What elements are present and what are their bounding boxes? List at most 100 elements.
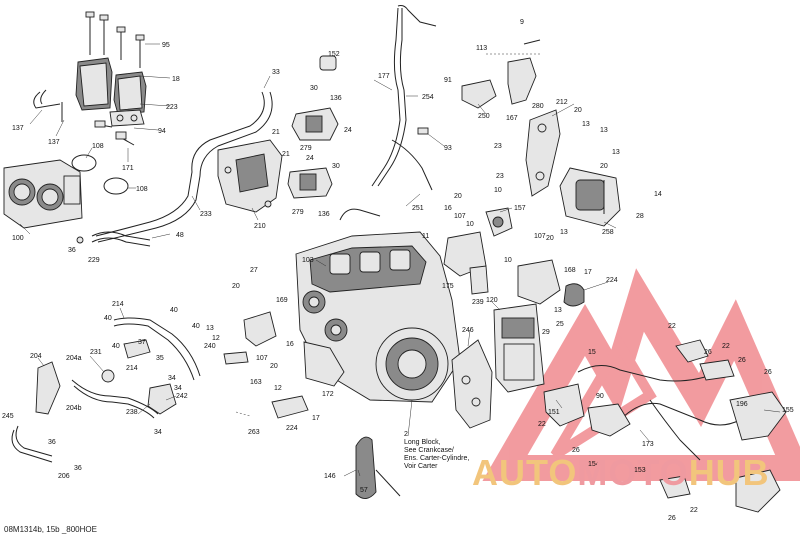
callout-14: 14 [654,191,662,198]
callout-251: 251 [412,205,424,212]
callout-40: 40 [104,315,112,322]
callout-24: 24 [306,155,314,162]
callout-26: 26 [764,369,772,376]
wiring-harness [543,339,787,513]
callout-91: 91 [444,77,452,84]
callout-196: 196 [736,401,748,408]
callout-239: 239 [472,299,484,306]
callout-22: 22 [668,323,676,330]
callout-242: 242 [176,393,188,400]
callout-137: 137 [48,139,60,146]
leader-lines [19,43,781,477]
starter-motor [525,109,621,227]
callout-108: 108 [92,143,104,150]
callout-113: 113 [476,45,487,52]
callout-10: 10 [494,187,502,194]
callout-223: 223 [166,104,178,111]
callout-37: 37 [138,339,146,346]
throttle-body-assembly [3,154,151,247]
callout-152: 152 [328,51,340,58]
cable-177 [371,5,437,191]
callout-40: 40 [112,343,120,350]
callout-labels: 95 18 223 94 137 137 108 171 108 100 36 … [2,19,794,522]
callout-26: 26 [738,357,746,364]
callout-168: 168 [564,267,576,274]
watermark-hub: HUB [688,452,770,493]
callout-20: 20 [546,235,554,242]
callout-13: 13 [600,127,608,134]
callout-206: 206 [58,473,70,480]
callout-107: 107 [534,233,546,240]
callout-279: 279 [292,209,304,216]
callout-22: 22 [722,343,730,350]
callout-13: 13 [206,325,214,332]
callout-16: 16 [286,341,294,348]
callout-108: 108 [136,186,148,193]
callout-154: 154 [588,461,600,468]
callout-40: 40 [192,323,200,330]
callout-23: 23 [496,173,504,180]
callout-20: 20 [574,107,582,114]
callout-163: 163 [250,379,262,386]
callout-137: 137 [12,125,24,132]
callout-20: 20 [454,193,462,200]
tool-146 [355,436,401,499]
callout-107: 107 [256,355,268,362]
callout-240: 240 [204,343,216,350]
watermark-moto: MOTO [577,452,689,493]
callout-26: 26 [572,447,580,454]
callout-34: 34 [168,375,176,382]
callout-20: 20 [270,363,278,370]
callout-24: 24 [344,127,352,134]
callout-214: 214 [126,365,138,372]
callout-30: 30 [310,85,318,92]
callout-36: 36 [74,465,82,472]
callout-27: 27 [250,267,258,274]
callout-13: 13 [554,307,562,314]
callout-254: 254 [422,94,434,101]
callout-34: 34 [154,429,162,436]
callout-40: 40 [170,307,178,314]
callout-279: 279 [300,145,312,152]
callout-25: 25 [556,321,564,328]
callout-212: 212 [556,99,568,106]
callout-204a: 204a [66,355,82,362]
callout-16: 16 [444,205,452,212]
callout-48: 48 [176,232,184,239]
callout-210: 210 [254,223,266,230]
callout-20: 20 [232,283,240,290]
solenoid-valves [287,55,339,199]
callout-57: 57 [360,487,368,494]
callout-172: 172 [322,391,334,398]
callout-245: 245 [2,413,14,420]
callout-29: 29 [542,329,550,336]
note-line-1: Long Block, [404,439,441,446]
callout-95: 95 [162,42,170,49]
callout-258: 258 [602,229,614,236]
bracket-224 [223,311,309,419]
callout-120: 120 [486,297,498,304]
callout-231: 231 [90,349,102,356]
callout-94: 94 [158,128,166,135]
callout-15: 15 [588,349,596,356]
hose-233 [95,91,273,243]
callout-93: 93 [444,145,452,152]
callout-100: 100 [12,235,24,242]
engine-long-block [295,208,461,403]
callout-13: 13 [582,121,590,128]
callout-17: 17 [584,269,592,276]
callout-20: 20 [600,163,608,170]
callout-34: 34 [174,385,182,392]
bracket-210 [217,139,283,213]
callout-22: 22 [690,507,698,514]
callout-175: 175 [442,283,454,290]
watermark-text: AUTOMOTOHUB [472,452,770,494]
callout-26: 26 [668,515,676,522]
callout-18: 18 [172,76,180,83]
callout-28: 28 [636,213,644,220]
callout-90: 90 [596,393,604,400]
callout-204b: 204b [66,405,82,412]
ignition-coil-group [33,11,147,146]
note-line-2: See Crankcase/ [404,447,454,454]
callout-23: 23 [494,143,502,150]
